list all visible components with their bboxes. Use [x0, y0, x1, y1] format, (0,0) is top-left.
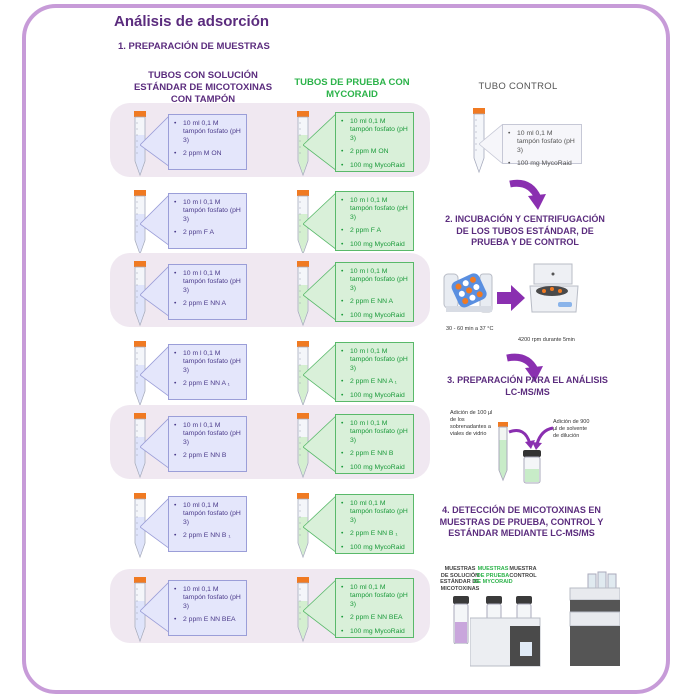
test-sample-box: 10 m l 0,1 M tampón fosfato (pH 3) 2 ppm …	[335, 342, 414, 402]
sample-component: 10 ml 0,1 M tampón fosfato (pH 3)	[174, 120, 242, 145]
vial-label: MUESTRAS DE SOLUCIÓN ESTÁNDAR DE MICOTOX…	[440, 566, 480, 592]
callout-pointer	[303, 113, 337, 171]
sample-component: 2 ppm E NN B ₁	[341, 530, 409, 539]
sample-component: 2 ppm M ON	[341, 148, 409, 157]
test-tube-icon	[296, 111, 310, 177]
callout-pointer	[303, 495, 337, 553]
sample-component: 100 mg MycoRaid	[341, 162, 409, 171]
dilution-illustration	[498, 422, 554, 484]
sample-component: 10 m l 0,1 M tampón fosfato (pH 3)	[174, 199, 242, 224]
callout-pointer	[140, 115, 170, 167]
standard-sample-box: 10 m l 0,1 M tampón fosfato (pH 3) 2 ppm …	[168, 193, 247, 249]
sample-component: 10 ml 0,1 M tampón fosfato (pH 3)	[341, 500, 409, 525]
sample-component: 2 ppm F A	[341, 227, 409, 236]
sample-component: 10 m l 0,1 M tampón fosfato (pH 3)	[341, 197, 409, 222]
standard-sample-box: 10 ml 0,1 M tampón fosfato (pH 3) 2 ppm E…	[168, 580, 247, 636]
sample-component: 10 m l 0,1 M tampón fosfato (pH 3)	[174, 350, 242, 375]
standard-tube-icon	[133, 577, 147, 643]
test-sample-box: 10 m l 0,1 M tampón fosfato (pH 3) 2 ppm …	[335, 191, 414, 251]
step-2-heading: 2. INCUBACIÓN Y CENTRIFUGACIÓN DE LOS TU…	[445, 214, 605, 247]
sample-component: 10 ml 0,1 M tampón fosfato (pH 3)	[341, 584, 409, 609]
sample-component: 100 mg MycoRaid	[341, 464, 409, 473]
callout-pointer	[140, 345, 170, 397]
column-header-test: TUBOS DE PRUEBA CON MYCORAID	[294, 77, 410, 100]
sample-component: 10 m l 0,1 M tampón fosfato (pH 3)	[341, 420, 409, 445]
test-sample-box: 10 ml 0,1 M tampón fosfato (pH 3) 2 ppm E…	[335, 578, 414, 638]
callout-pointer	[303, 343, 337, 401]
section-1-heading: 1. PREPARACIÓN DE MUESTRAS	[118, 41, 270, 52]
test-sample-box: 10 m l 0,1 M tampón fosfato (pH 3) 2 ppm …	[335, 262, 414, 322]
step-4-heading: 4. DETECCIÓN DE MICOTOXINAS EN MUESTRAS …	[439, 505, 604, 538]
column-header-standard: TUBOS CON SOLUCIÓN ESTÁNDAR DE MICOTOXIN…	[133, 70, 273, 105]
sample-component: 2 ppm E NN A	[341, 298, 409, 307]
control-sample-box: 10 ml 0,1 M tampón fosfato (pH 3) 100 mg …	[502, 124, 582, 169]
sample-component: 2 ppm E NN A	[174, 300, 242, 309]
standard-sample-box: 10 m l 0,1 M tampón fosfato (pH 3) 2 ppm …	[168, 344, 247, 400]
sample-component: 10 ml 0,1 M tampón fosfato (pH 3)	[341, 118, 409, 143]
sample-component: 2 ppm E NN B	[341, 450, 409, 459]
callout-pointer	[140, 497, 170, 549]
rotator-incubator-icon	[443, 273, 493, 313]
callout-pointer	[140, 194, 170, 246]
sample-component: 10 ml 0,1 M tampón fosfato (pH 3)	[174, 586, 242, 611]
callout-pointer	[140, 417, 170, 469]
column-header-control: TUBO CONTROL	[478, 81, 558, 92]
sample-component: 10 ml 0,1 M tampón fosfato (pH 3)	[174, 502, 242, 527]
arrow-right-icon	[497, 285, 525, 311]
lcms-instrument-icon	[470, 571, 620, 667]
standard-sample-box: 10 ml 0,1 M tampón fosfato (pH 3) 2 ppm M…	[168, 114, 247, 170]
sample-component: 2 ppm E NN BEA	[341, 614, 409, 623]
sample-component: 2 ppm E NN A ₁	[174, 380, 242, 389]
sample-component: 100 mg MycoRaid	[341, 241, 409, 250]
standard-sample-box: 10 m l 0,1 M tampón fosfato (pH 3) 2 ppm …	[168, 416, 247, 472]
standard-sample-box: 10 ml 0,1 M tampón fosfato (pH 3) 2 ppm E…	[168, 496, 247, 552]
incubation-label: 30 - 60 min a 37 °C	[446, 326, 494, 332]
arrow-to-step2-icon	[509, 179, 546, 210]
test-sample-box: 10 ml 0,1 M tampón fosfato (pH 3) 2 ppm E…	[335, 494, 414, 554]
sample-component: 100 mg MycoRaid	[341, 628, 409, 637]
sample-vial-icon	[453, 596, 469, 644]
sample-component: 10 m l 0,1 M tampón fosfato (pH 3)	[174, 270, 242, 295]
test-tube-icon	[296, 413, 310, 479]
sample-component: 10 m l 0,1 M tampón fosfato (pH 3)	[341, 348, 409, 373]
sample-component: 2 ppm E NN A ₁	[341, 378, 409, 387]
sample-component: 2 ppm E NN B	[174, 452, 242, 461]
sample-component: 10 ml 0,1 M tampón fosfato (pH 3)	[508, 130, 577, 155]
page-title: Análisis de adsorción	[114, 13, 270, 30]
sample-component: 2 ppm M ON	[174, 150, 242, 159]
sample-component: 100 mg MycoRaid	[341, 392, 409, 401]
centrifuge-label: 4200 rpm durante 5min	[518, 337, 575, 343]
standard-sample-box: 10 m l 0,1 M tampón fosfato (pH 3) 2 ppm …	[168, 264, 247, 320]
centrifuge-icon	[529, 263, 579, 313]
test-sample-box: 10 m l 0,1 M tampón fosfato (pH 3) 2 ppm …	[335, 414, 414, 474]
sample-component: 10 m l 0,1 M tampón fosfato (pH 3)	[174, 422, 242, 447]
standard-tube-icon	[133, 261, 147, 327]
callout-pointer	[479, 124, 503, 164]
callout-pointer	[303, 415, 337, 473]
callout-pointer	[303, 263, 337, 321]
test-sample-box: 10 ml 0,1 M tampón fosfato (pH 3) 2 ppm M…	[335, 112, 414, 172]
vial-label: MUESTRAS DE PRUEBA DE MYCORAID	[473, 566, 513, 585]
step3-right-label: Adición de 900 µl de solvente de dilució…	[553, 419, 590, 439]
sample-component: 100 mg MycoRaid	[508, 160, 577, 169]
callout-pointer	[303, 579, 337, 637]
test-tube-icon	[296, 190, 310, 256]
step3-left-label: Adición de 100 µl de los sobrenadantes a…	[450, 410, 493, 437]
callout-pointer	[303, 192, 337, 250]
sample-component: 10 m l 0,1 M tampón fosfato (pH 3)	[341, 268, 409, 293]
callout-pointer	[140, 265, 170, 317]
sample-component: 2 ppm E NN B ₁	[174, 532, 242, 541]
callout-pointer	[140, 581, 170, 633]
vial-label: MUESTRA CONTROL	[509, 566, 537, 579]
step-3-heading: 3. PREPARACIÓN PARA EL ANÁLISIS LC-MS/MS	[447, 375, 608, 397]
arrow-to-step3-icon	[506, 353, 543, 382]
sample-component: 2 ppm E NN BEA	[174, 616, 242, 625]
sample-component: 100 mg MycoRaid	[341, 544, 409, 553]
sample-component: 100 mg MycoRaid	[341, 312, 409, 321]
sample-component: 2 ppm F A	[174, 229, 242, 238]
